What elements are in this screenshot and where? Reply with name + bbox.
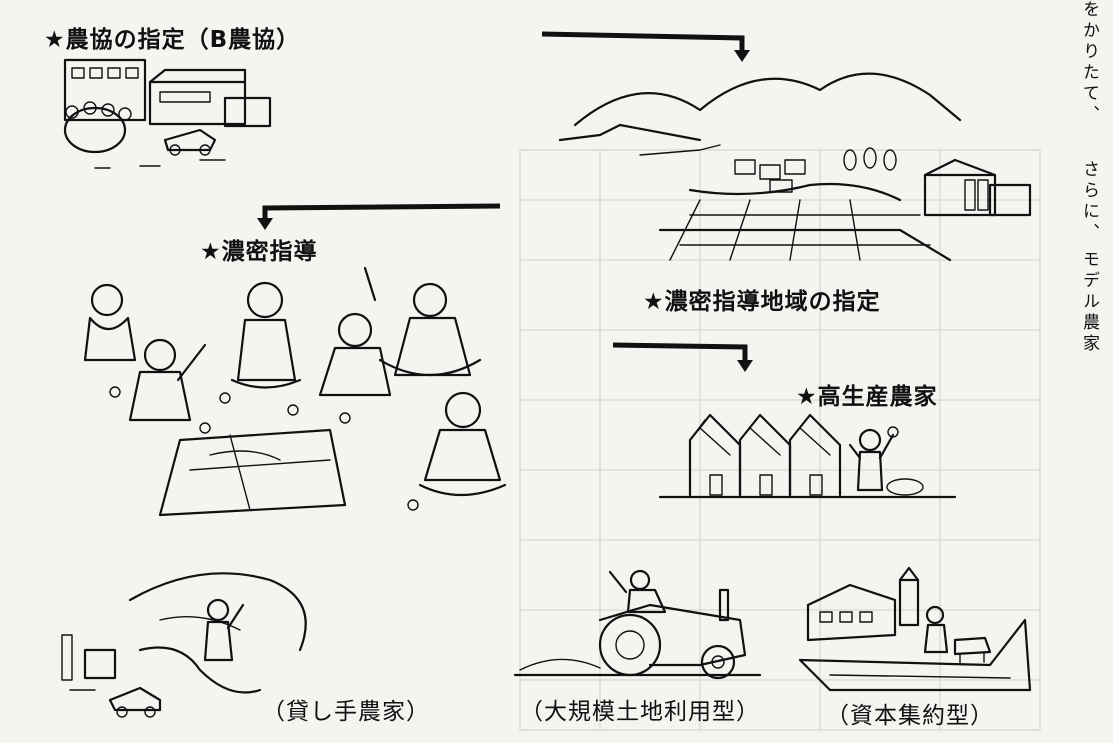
side-text-line1: をかりたて、: [1079, 0, 1099, 126]
side-text-line2: さらに、: [1079, 160, 1099, 244]
arrow-to-kouseisan: [612, 342, 753, 372]
side-text-line3: モデル農家: [1079, 250, 1099, 355]
label-shihon: （資本集約型）: [826, 703, 994, 729]
label-kashite: （貸し手農家）: [262, 699, 430, 725]
arrow-to-nomitsu-chiiki: [541, 31, 750, 62]
label-daikibo: （大規模土地利用型）: [520, 699, 760, 725]
label-nomitsu-chiiki: ★濃密指導地域の指定: [643, 289, 881, 315]
arrow-to-nomitsu-shido: [257, 203, 501, 230]
label-nomitsu-shido: ★濃密指導: [200, 239, 318, 265]
label-nokyo-shitei: ★農協の指定（B農協）: [44, 27, 301, 53]
label-kouseisan: ★高生産農家: [796, 384, 938, 410]
